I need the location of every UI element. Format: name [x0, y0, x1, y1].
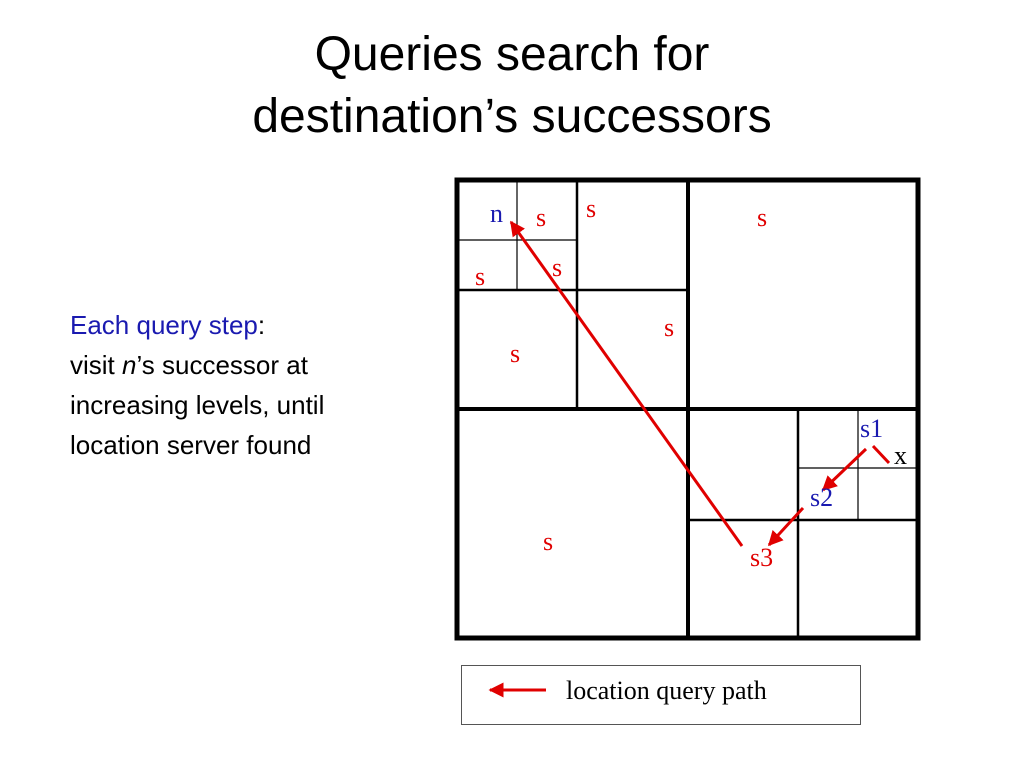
server-label-s3: s3 — [750, 543, 773, 572]
legend-arrow-icon — [488, 682, 546, 698]
server-label-s: s — [475, 262, 485, 291]
description-line-4: location server found — [70, 430, 312, 460]
description-successor: ’s successor at — [136, 350, 308, 380]
legend-box: location query path — [461, 665, 861, 725]
query-path-s1-to-s2 — [821, 447, 868, 492]
server-label-s: s — [586, 194, 596, 223]
title-line-1: Queries search for — [314, 28, 710, 81]
description-colon: : — [257, 310, 266, 340]
description-line-1: Each query step: — [70, 305, 430, 345]
description-line-2: visit n’s successor at — [70, 345, 430, 385]
server-label-s: s — [664, 313, 674, 342]
server-label-s1: s1 — [860, 414, 883, 443]
destination-x-label: x — [894, 441, 907, 470]
query-path-s2-to-s3 — [767, 506, 805, 547]
server-label-s: s — [510, 339, 520, 368]
server-label-s: s — [757, 203, 767, 232]
description-line-3: increasing levels, until — [70, 390, 325, 420]
title-line-2: destination’s successors — [252, 90, 772, 143]
query-path-s3-to-n — [509, 220, 744, 547]
server-label-s2: s2 — [810, 483, 833, 512]
server-label-s: s — [552, 253, 562, 282]
server-label-s: s — [536, 203, 546, 232]
slide-title: Queries search for destination’s success… — [0, 24, 1024, 148]
server-label-s: s — [543, 527, 553, 556]
description-heading: Each query step — [70, 310, 258, 340]
description-node-n: n — [122, 350, 137, 380]
query-path-x-to-s1 — [871, 444, 891, 465]
legend-label: location query path — [566, 676, 767, 705]
query-step-description: Each query step: visit n’s successor at … — [70, 305, 430, 465]
node-n-label: n — [490, 199, 503, 228]
description-visit: visit — [70, 350, 122, 380]
